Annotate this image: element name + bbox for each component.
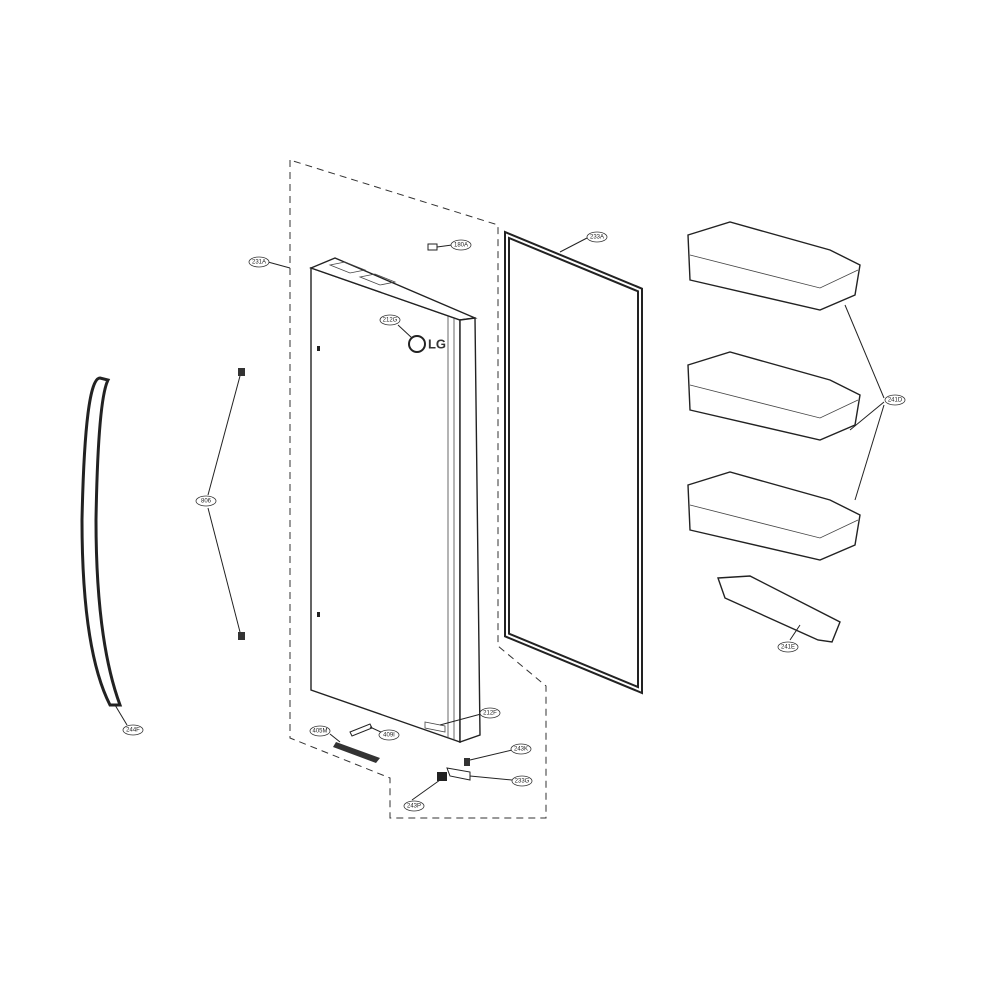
part-243P <box>437 772 447 781</box>
leader-lines <box>114 237 885 801</box>
callout-212G: 212G <box>379 314 401 326</box>
callout-212F: 212F <box>479 707 501 719</box>
svg-text:231A: 231A <box>252 260 266 266</box>
svg-text:243P: 243P <box>407 804 421 810</box>
door-bin-small <box>717 575 841 643</box>
callout-244F: 244F <box>122 724 144 736</box>
part-405M <box>333 742 380 763</box>
part-243K <box>464 758 470 766</box>
svg-text:241E: 241E <box>781 645 795 651</box>
svg-text:180A: 180A <box>454 243 468 249</box>
callout-243P: 243P <box>403 800 425 812</box>
callout-241D: 241D <box>884 394 906 406</box>
callout-243K: 243K <box>510 743 532 755</box>
svg-text:244F: 244F <box>126 728 140 734</box>
part-409I <box>349 723 373 737</box>
callout-231A: 231A <box>248 256 270 268</box>
callout-409I: 409I <box>378 729 400 741</box>
svg-text:806: 806 <box>201 499 212 505</box>
svg-text:243K: 243K <box>514 747 528 753</box>
callout-405M: 405M <box>309 725 331 737</box>
svg-text:405M: 405M <box>312 729 327 735</box>
callout-233A: 233A <box>586 231 608 243</box>
door-bin-1 <box>687 221 861 311</box>
svg-text:212G: 212G <box>383 318 398 324</box>
svg-text:241D: 241D <box>888 398 903 404</box>
part-233G <box>446 767 471 781</box>
door-bin-3 <box>687 471 861 561</box>
svg-text:212F: 212F <box>483 711 497 717</box>
lg-logo: LG <box>428 336 446 351</box>
assembly-boundary <box>289 159 547 819</box>
door-panel: LG <box>309 257 481 743</box>
door-handle <box>80 376 123 707</box>
svg-text:409I: 409I <box>383 733 395 739</box>
door-bin-2 <box>687 351 861 441</box>
door-gasket <box>504 230 643 695</box>
svg-text:233A: 233A <box>590 235 604 241</box>
callout-806: 806 <box>195 495 217 507</box>
screw-top <box>238 368 245 376</box>
callout-241E: 241E <box>777 641 799 653</box>
svg-text:233G: 233G <box>515 779 530 785</box>
part-180A <box>427 243 438 251</box>
callout-180A: 180A <box>450 239 472 251</box>
screw-bottom <box>238 632 245 640</box>
callout-233G: 233G <box>511 775 533 787</box>
